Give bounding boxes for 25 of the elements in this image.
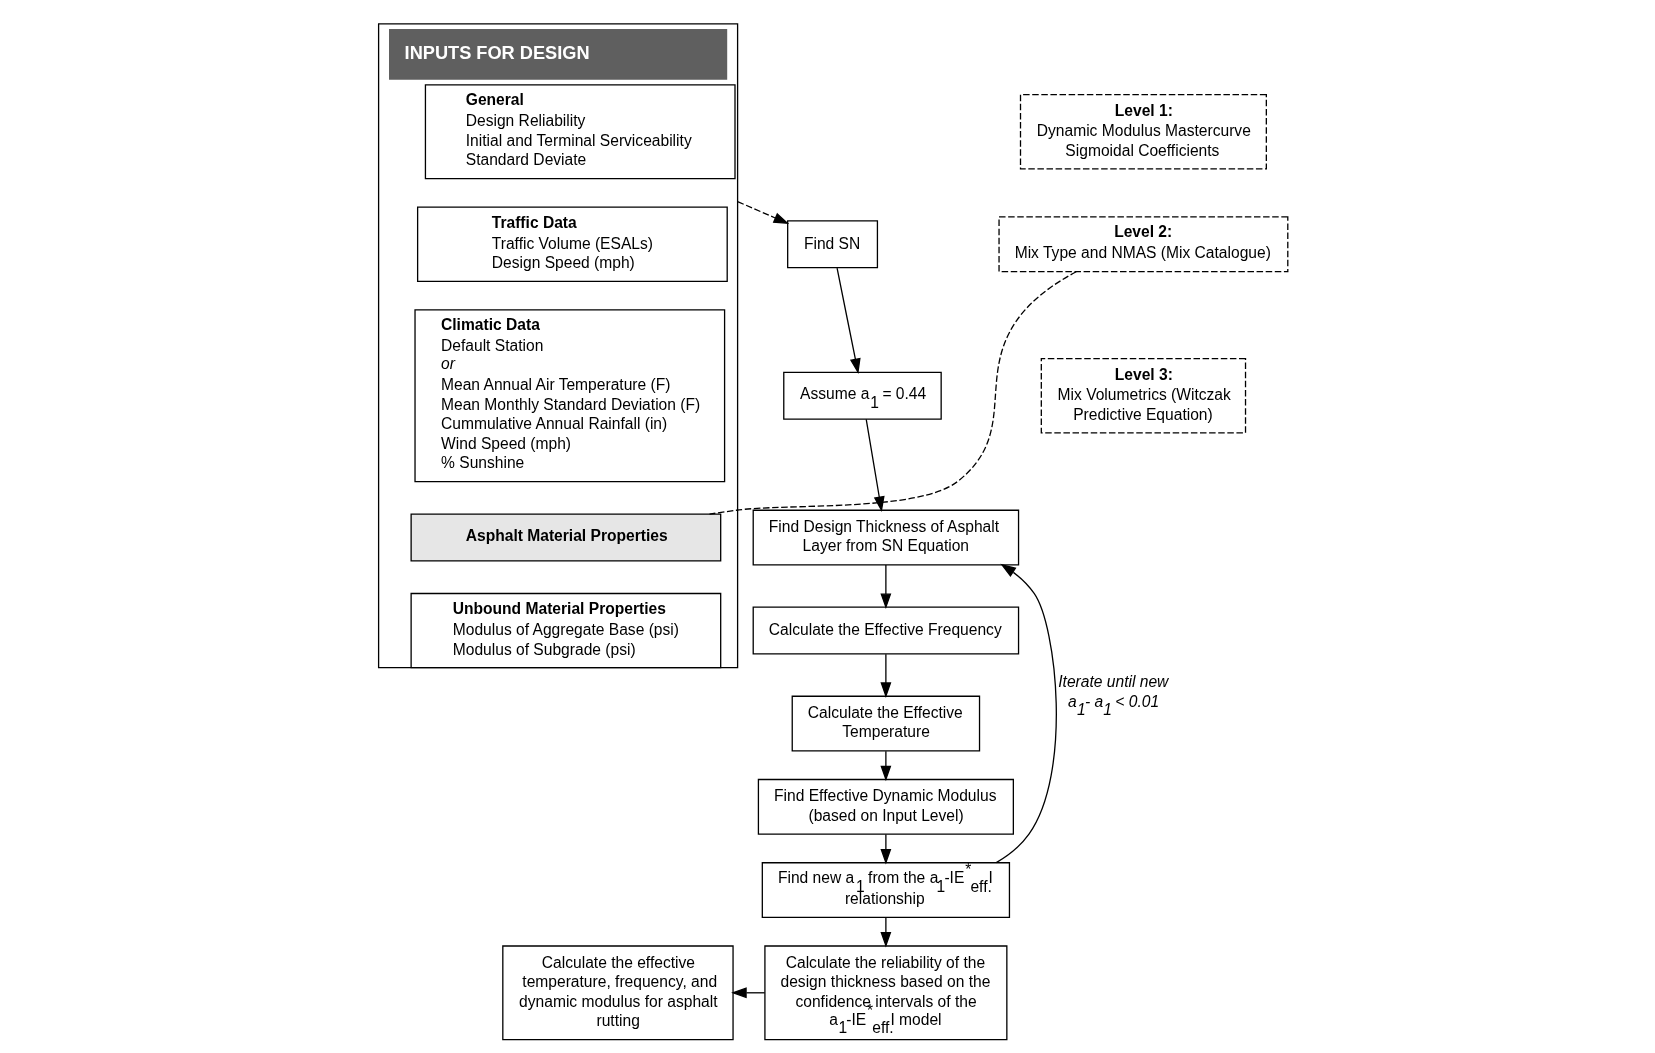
node-box: Level 1: Dynamic Modulus Mastercurve Sigmoidal Coefficients bbox=[1019, 94, 1267, 170]
arrow bbox=[879, 653, 891, 698]
node-box: General Design Reliability Initial and Terminal Serviceability Standard Deviate bbox=[424, 84, 736, 180]
arrow bbox=[865, 418, 885, 513]
node-box: Calculate the Effective Frequency bbox=[752, 606, 1019, 655]
arrow bbox=[879, 917, 891, 948]
arrow bbox=[879, 750, 891, 782]
arrow bbox=[879, 833, 891, 865]
node-box: Find SN bbox=[786, 220, 878, 269]
node-box: Asphalt Material Properties bbox=[410, 513, 721, 562]
arrow bbox=[995, 563, 1057, 864]
node-box: Climatic Data Default Station or Mean Annual Air Temperature (F) Mean Monthly Standard Deviation (F) Cummulative Annual Rainfall (in) Wind Speed (mph) % Sunshine bbox=[413, 309, 725, 483]
node-box: Calculate the effective temperature, frequency, and dynamic modulus for asphalt rutting bbox=[501, 945, 734, 1041]
node-box: Level 3: Mix Volumetrics (Witczak Predictive Equation) bbox=[1040, 358, 1246, 434]
node-box: Level 2: Mix Type and NMAS (Mix Catalogue) bbox=[997, 216, 1288, 273]
node-box: Calculate the Effective Temperature bbox=[791, 695, 980, 752]
arrow bbox=[736, 200, 789, 225]
connector bbox=[708, 271, 1077, 515]
arrow bbox=[879, 564, 891, 610]
node-box: Find Effective Dynamic Modulus (based on Input Level) bbox=[757, 778, 1014, 835]
node-box: Unbound Material Properties Modulus of Aggregate Base (psi) Modulus of Subgrade (psi) bbox=[410, 592, 721, 669]
arrow bbox=[730, 987, 765, 999]
node-box: Find Design Thickness of Asphalt Layer from SN Equation bbox=[752, 509, 1019, 566]
arrow bbox=[835, 267, 861, 375]
node-box: Traffic Data Traffic Volume (ESALs) Design Speed (mph) bbox=[416, 206, 728, 282]
